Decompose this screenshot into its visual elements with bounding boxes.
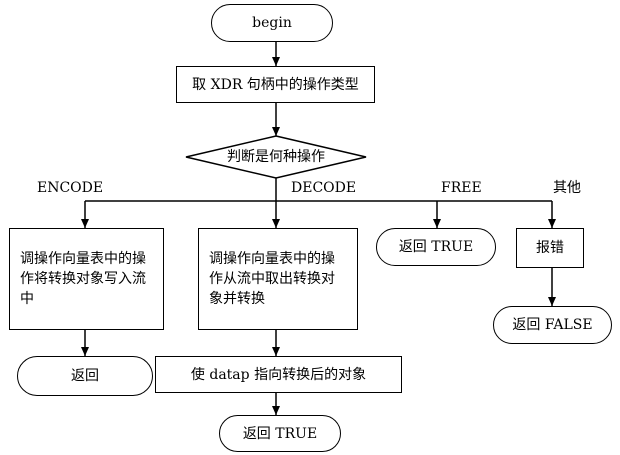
begin-node: begin <box>211 4 333 42</box>
get-type-node: 取 XDR 句柄中的操作类型 <box>176 66 375 103</box>
encode-process-node: 调操作向量表中的操作将转换对象写入流中 <box>9 228 164 330</box>
branch-label-other: 其他 <box>553 180 581 196</box>
free-return-node: 返回 TRUE <box>376 228 496 266</box>
decode-return-node: 返回 TRUE <box>219 415 341 452</box>
other-return-node: 返回 FALSE <box>493 306 612 344</box>
encode-return-node: 返回 <box>17 356 153 396</box>
decode-set-node: 使 datap 指向转换后的对象 <box>155 356 402 393</box>
branch-label-free: FREE <box>441 180 482 196</box>
branch-label-decode: DECODE <box>291 180 357 196</box>
other-error-node: 报错 <box>516 228 584 268</box>
branch-label-encode: ENCODE <box>37 180 104 196</box>
decision-node-label: 判断是何种操作 <box>227 149 325 165</box>
decode-process-node: 调操作向量表中的操作从流中取出转换对象并转换 <box>198 228 358 330</box>
